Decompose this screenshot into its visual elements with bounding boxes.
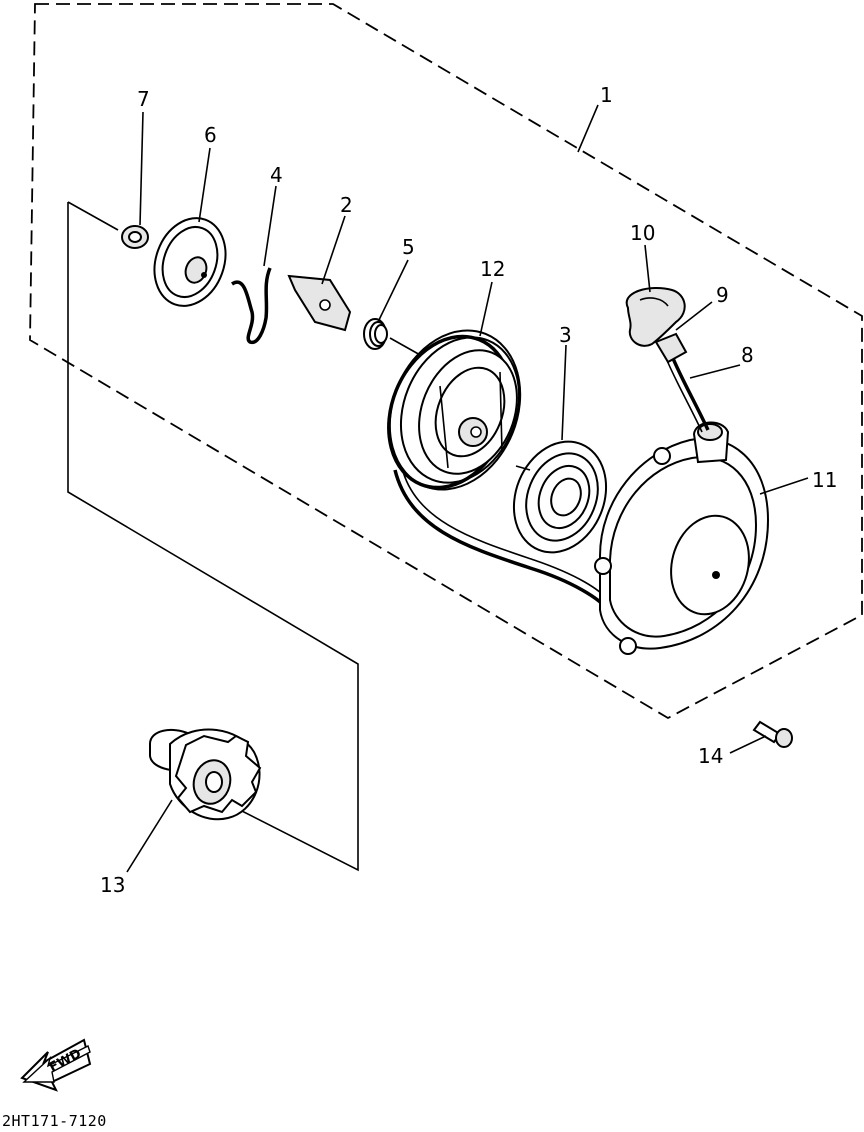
fwd-arrow-icon: FWD xyxy=(20,1038,92,1092)
callout-10: 10 xyxy=(630,221,655,245)
part-starter-case-11 xyxy=(594,421,770,655)
callout-4: 4 xyxy=(270,163,283,187)
callout-14: 14 xyxy=(698,744,723,768)
part-drive-cup-13 xyxy=(149,728,262,821)
callout-12: 12 xyxy=(480,257,505,281)
callout-13: 13 xyxy=(100,873,125,897)
callout-9: 9 xyxy=(716,283,729,307)
callout-11: 11 xyxy=(812,468,837,492)
part-pawl-2 xyxy=(287,274,352,332)
callout-5: 5 xyxy=(402,235,415,259)
callout-1: 1 xyxy=(600,83,613,107)
diagram-code: 2HT171-7120 xyxy=(2,1112,107,1130)
assembly-boundary xyxy=(29,3,863,720)
callout-7: 7 xyxy=(137,87,150,111)
sub-boundary xyxy=(67,202,359,872)
callout-6: 6 xyxy=(204,123,217,147)
part-spring-clip-4 xyxy=(231,267,272,345)
part-nut-7 xyxy=(121,225,149,249)
callout-3: 3 xyxy=(559,323,572,347)
callout-8: 8 xyxy=(741,343,754,367)
leader-lines xyxy=(126,104,809,873)
callout-2: 2 xyxy=(340,193,353,217)
part-bolt-14 xyxy=(752,720,793,748)
part-recoil-spring-3 xyxy=(512,440,608,554)
starter-rope xyxy=(393,469,608,610)
part-handle-10 xyxy=(625,287,686,347)
part-rope-8 xyxy=(670,355,710,431)
part-pulley-12 xyxy=(387,329,522,491)
part-grip-sleeve-9 xyxy=(654,332,688,364)
part-drive-plate-6 xyxy=(153,217,227,307)
part-spring-5 xyxy=(363,318,388,350)
